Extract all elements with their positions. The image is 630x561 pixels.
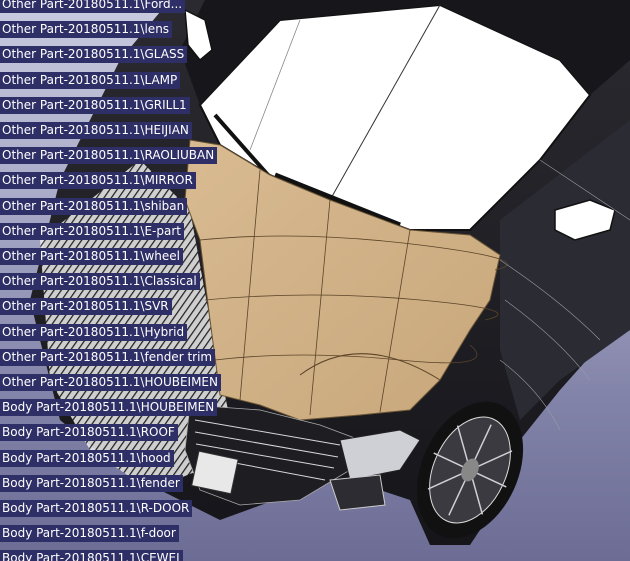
tree-item-label: Other Part-20180511.1\RAOLIUBAN (2, 148, 215, 163)
tree-item-label: Other Part-20180511.1\lens (2, 22, 170, 37)
tree-item-label: Other Part-20180511.1\E-part (2, 223, 181, 238)
tree-item[interactable]: Other Part-20180511.1\RAOLIUBAN (0, 147, 218, 165)
tree-item-label: Body Part-20180511.1\f-door (2, 526, 176, 541)
front-wheel (416, 401, 524, 539)
tree-item[interactable]: Other Part-20180511.1\wheel (0, 248, 183, 265)
tree-item-label: Body Part-20180511.1\ROOF (2, 425, 175, 440)
tree-item-label: Other Part-20180511.1\GLASS (2, 47, 185, 62)
tree-item[interactable]: Body Part-20180511.1\CEWEI (0, 550, 183, 561)
tree-item[interactable]: Body Part-20180511.1\ROOF (0, 424, 178, 442)
specification-tree: Other Part-20180511.1\Ford... Other Part-… (0, 0, 240, 561)
tree-item[interactable]: Other Part-20180511.1\Classical (0, 273, 200, 291)
tree-item-label: Body Part-20180511.1\hood (2, 450, 171, 465)
tree-item[interactable]: Body Part-20180511.1\hood (0, 449, 174, 467)
tree-item-label: Body Part-20180511.1\HOUBEIMEN (2, 400, 215, 415)
tree-item-label: Other Part-20180511.1\Hybrid (2, 324, 185, 339)
license-plate (191, 450, 239, 495)
tree-item-label: Other Part-20180511.1\Ford... (2, 0, 183, 11)
tree-item-label: Other Part-20180511.1\MIRROR (2, 173, 193, 188)
tree-item[interactable]: Other Part-20180511.1\shiban (0, 197, 188, 215)
tree-item-label: Other Part-20180511.1\HEIJIAN (2, 123, 189, 137)
tree-item[interactable]: Other Part-20180511.1\fender trim (0, 348, 216, 366)
tree-item[interactable]: Body Part-20180511.1\HOUBEIMEN (0, 399, 218, 417)
tree-item[interactable]: Body Part-20180511.1\f-door (0, 525, 179, 543)
headlight (339, 429, 421, 481)
tree-item[interactable]: Other Part-20180511.1\SVR (0, 298, 172, 316)
tree-item-label: Body Part-20180511.1\R-DOOR (2, 501, 190, 515)
tree-item-label: Other Part-20180511.1\LAMP (2, 72, 178, 87)
side-mirror-left (184, 8, 213, 62)
tree-item[interactable]: Other Part-20180511.1\Hybrid (0, 323, 188, 341)
tree-item[interactable]: Other Part-20180511.1\HEIJIAN (0, 122, 192, 139)
tree-item[interactable]: Other Part-20180511.1\MIRROR (0, 172, 196, 190)
tree-item[interactable]: Other Part-20180511.1\GRILL1 (0, 96, 190, 114)
tree-item[interactable]: Other Part-20180511.1\E-part (0, 222, 184, 240)
side-mirror-right (554, 199, 616, 241)
tree-item[interactable]: Other Part-20180511.1\GLASS (0, 46, 188, 64)
tree-item-label: Other Part-20180511.1\GRILL1 (2, 97, 187, 112)
tree-item-label: Other Part-20180511.1\HOUBEIMEN (2, 375, 218, 389)
tree-item-label: Body Part-20180511.1\fender (2, 475, 180, 490)
tree-item[interactable]: Body Part-20180511.1\R-DOOR (0, 500, 193, 517)
tree-item-label: Other Part-20180511.1\Classical (2, 274, 197, 289)
tree-item[interactable]: Other Part-20180511.1\LAMP (0, 71, 181, 89)
tree-item-label: Other Part-20180511.1\shiban (2, 198, 185, 213)
tree-item[interactable]: Body Part-20180511.1\fender (0, 474, 183, 492)
tree-item[interactable]: Other Part-20180511.1\HOUBEIMEN (0, 374, 221, 391)
tree-item[interactable]: Other Part-20180511.1\Ford... (0, 0, 186, 13)
tree-item-label: Other Part-20180511.1\SVR (2, 299, 169, 314)
tree-item[interactable]: Other Part-20180511.1\lens (0, 21, 173, 39)
tree-item-label: Body Part-20180511.1\CEWEI (2, 551, 180, 561)
tree-item-label: Other Part-20180511.1\wheel (2, 249, 180, 263)
tree-item-label: Other Part-20180511.1\fender trim (2, 349, 213, 364)
